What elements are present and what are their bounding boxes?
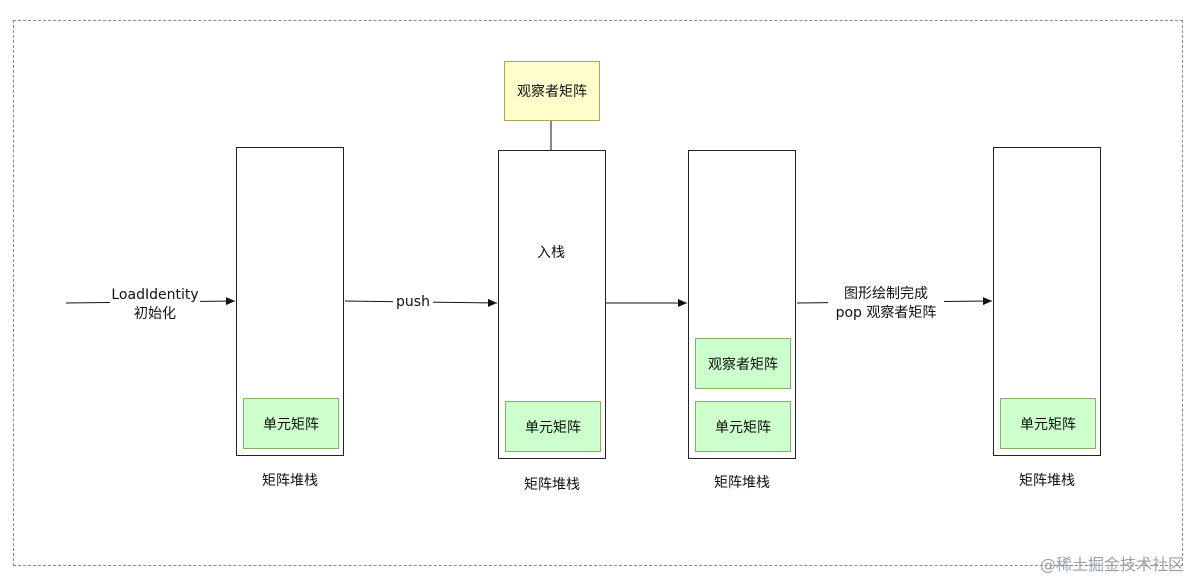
watermark: @稀土掘金技术社区 (1039, 555, 1184, 574)
label-pop-line2: pop 观察者矩阵 (835, 305, 937, 321)
label-init: LoadIdentity 初始化 (110, 286, 200, 324)
label-init-line2: 初始化 (134, 306, 176, 322)
stack-caption-1: 矩阵堆栈 (262, 473, 318, 489)
observer-matrix-cell: 观察者矩阵 (695, 338, 791, 389)
label-pop-line1: 图形绘制完成 (844, 286, 928, 302)
stack-caption-4: 矩阵堆栈 (1019, 473, 1075, 489)
unit-matrix-cell: 单元矩阵 (505, 401, 601, 452)
matrix-stack-4: 单元矩阵 (993, 147, 1101, 456)
label-enter: 入栈 (530, 244, 572, 263)
label-push: push (393, 293, 433, 312)
matrix-stack-1: 单元矩阵 (236, 147, 344, 456)
label-pop: 图形绘制完成 pop 观察者矩阵 (828, 285, 944, 323)
matrix-stack-2: 单元矩阵 (498, 150, 606, 459)
observer-matrix-box: 观察者矩阵 (504, 61, 600, 121)
stack-caption-3: 矩阵堆栈 (714, 475, 770, 491)
unit-matrix-cell: 单元矩阵 (243, 398, 339, 449)
diagram-frame (13, 20, 1183, 566)
matrix-stack-3: 观察者矩阵 单元矩阵 (688, 150, 796, 459)
unit-matrix-cell: 单元矩阵 (695, 401, 791, 452)
unit-matrix-cell: 单元矩阵 (1000, 398, 1096, 449)
label-init-line1: LoadIdentity (111, 287, 199, 303)
stack-caption-2: 矩阵堆栈 (524, 477, 580, 493)
